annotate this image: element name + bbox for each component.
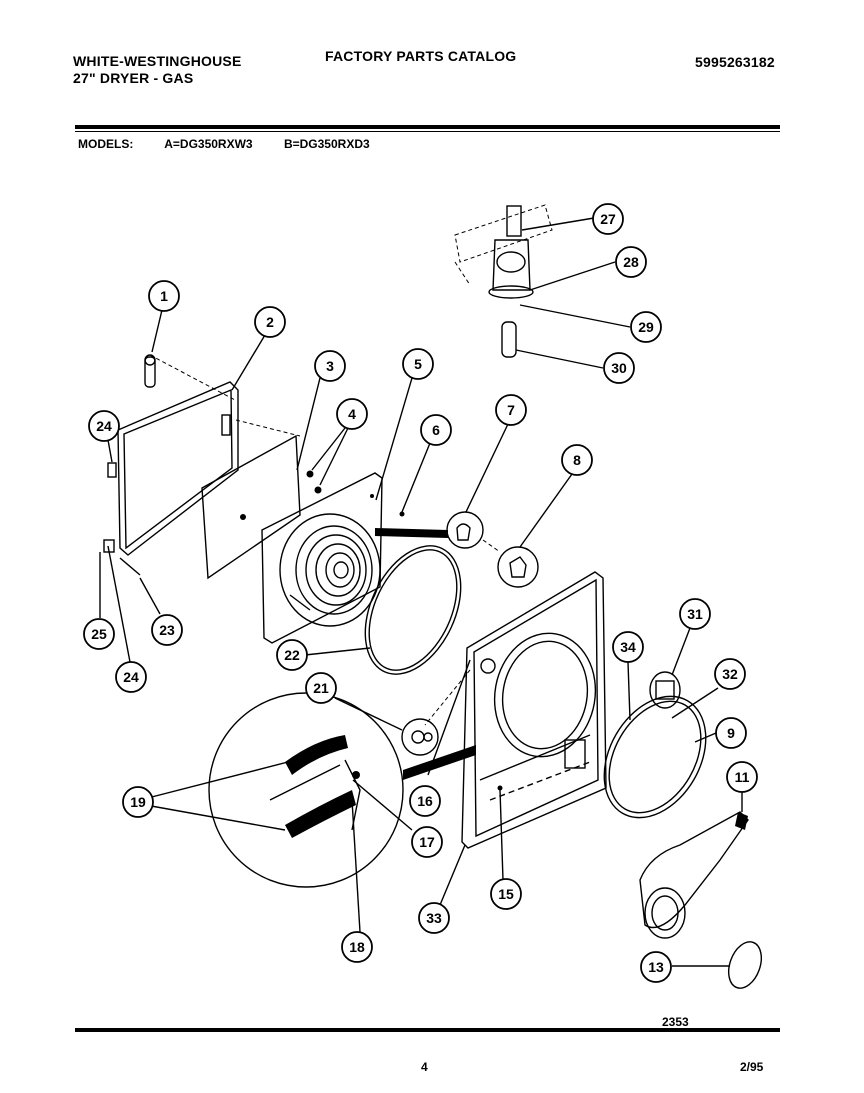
callout-label: 17 bbox=[419, 834, 435, 850]
door-clip-drawing bbox=[103, 462, 141, 576]
callout-17: 17 bbox=[411, 826, 443, 858]
page-number: 4 bbox=[421, 1060, 428, 1074]
leader-lines bbox=[99, 217, 743, 967]
callout-label: 25 bbox=[91, 626, 107, 642]
callout-3: 3 bbox=[314, 350, 346, 382]
callout-34: 34 bbox=[612, 631, 644, 663]
model-a: A=DG350RXW3 bbox=[164, 137, 253, 151]
callout-label: 3 bbox=[326, 358, 334, 374]
catalog-title: FACTORY PARTS CATALOG bbox=[325, 48, 517, 64]
callout-label: 23 bbox=[159, 622, 175, 638]
callout-label: 2 bbox=[266, 314, 274, 330]
callout-9: 9 bbox=[715, 717, 747, 749]
callout-label: 21 bbox=[313, 680, 329, 696]
callout-33: 33 bbox=[418, 902, 450, 934]
callout-label: 13 bbox=[648, 959, 664, 975]
footer-rule bbox=[75, 1028, 780, 1032]
brand-name: WHITE-WESTINGHOUSE bbox=[73, 53, 242, 69]
callout-5: 5 bbox=[402, 348, 434, 380]
callout-label: 4 bbox=[348, 406, 356, 422]
door-panel-drawing bbox=[117, 354, 239, 556]
callout-21: 21 bbox=[305, 672, 337, 704]
diagram-number: 2353 bbox=[662, 1015, 689, 1029]
header-rule-thin bbox=[75, 131, 780, 132]
callout-label: 16 bbox=[417, 793, 433, 809]
part-number: 5995263182 bbox=[695, 54, 775, 70]
bearing-ring-drawing bbox=[603, 671, 707, 819]
models-label: MODELS: bbox=[78, 137, 134, 151]
callout-1: 1 bbox=[148, 280, 180, 312]
callout-label: 34 bbox=[620, 639, 636, 655]
callout-label: 32 bbox=[722, 666, 738, 682]
callout-label: 29 bbox=[638, 319, 654, 335]
hinge-drawing bbox=[144, 354, 156, 388]
callout-29: 29 bbox=[630, 311, 662, 343]
callout-label: 22 bbox=[284, 647, 300, 663]
front-panel-drawing bbox=[403, 571, 607, 849]
callout-18: 18 bbox=[341, 931, 373, 963]
callout-label: 24 bbox=[123, 669, 139, 685]
callout-label: 11 bbox=[735, 769, 750, 785]
callout-16: 16 bbox=[409, 785, 441, 817]
callout-11: 11 bbox=[726, 761, 758, 793]
magnified-detail-drawing bbox=[208, 692, 404, 888]
igniter-drawing bbox=[454, 204, 553, 358]
callout-2: 2 bbox=[254, 306, 286, 338]
callout-label: 7 bbox=[507, 402, 515, 418]
callout-label: 5 bbox=[414, 356, 422, 372]
models-line: MODELS: A=DG350RXW3 B=DG350RXD3 bbox=[78, 137, 398, 151]
callout-8: 8 bbox=[561, 444, 593, 476]
callout-label: 19 bbox=[130, 794, 146, 810]
callout-25: 25 bbox=[83, 618, 115, 650]
callout-22: 22 bbox=[276, 639, 308, 671]
callout-label: 24 bbox=[96, 418, 112, 434]
switch-detail-drawing bbox=[401, 718, 439, 756]
callout-19: 19 bbox=[122, 786, 154, 818]
callout-4: 4 bbox=[336, 398, 368, 430]
callout-label: 15 bbox=[498, 886, 514, 902]
callout-31: 31 bbox=[679, 598, 711, 630]
callout-32: 32 bbox=[714, 658, 746, 690]
callout-13: 13 bbox=[640, 951, 672, 983]
product-name: 27" DRYER - GAS bbox=[73, 70, 194, 86]
model-b: B=DG350RXD3 bbox=[283, 137, 370, 151]
callout-7: 7 bbox=[495, 394, 527, 426]
callout-label: 1 bbox=[160, 288, 168, 304]
callout-label: 31 bbox=[687, 606, 703, 622]
header-rule bbox=[75, 125, 780, 129]
callout-label: 28 bbox=[623, 254, 639, 270]
latch-detail-drawing bbox=[375, 511, 539, 588]
callout-30: 30 bbox=[603, 352, 635, 384]
callout-label: 30 bbox=[611, 360, 627, 376]
callout-23: 23 bbox=[151, 614, 183, 646]
callout-label: 18 bbox=[349, 939, 365, 955]
door-seal-drawing bbox=[364, 545, 462, 675]
callout-label: 27 bbox=[600, 211, 616, 227]
inner-door-panel-drawing bbox=[201, 419, 301, 580]
callout-label: 33 bbox=[426, 910, 442, 926]
callout-15: 15 bbox=[490, 878, 522, 910]
callout-label: 8 bbox=[573, 452, 581, 468]
callout-28: 28 bbox=[615, 246, 647, 278]
callout-6: 6 bbox=[420, 414, 452, 446]
door-liner-drawing bbox=[261, 472, 383, 644]
callout-27: 27 bbox=[592, 203, 624, 235]
callout-label: 9 bbox=[727, 725, 735, 741]
revision-date: 2/95 bbox=[740, 1060, 764, 1074]
callout-label: 6 bbox=[432, 422, 440, 438]
screw-drawing bbox=[306, 470, 322, 494]
duct-drawing bbox=[639, 811, 763, 989]
callout-24-bottom: 24 bbox=[115, 661, 147, 693]
callout-24-top: 24 bbox=[88, 410, 120, 442]
